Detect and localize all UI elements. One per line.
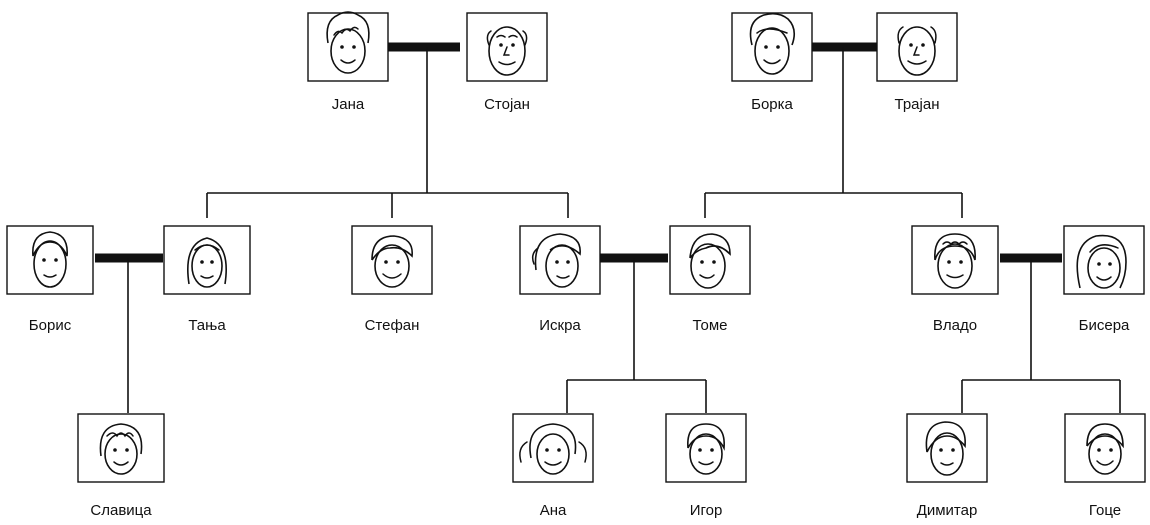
grandfather-portrait-icon xyxy=(466,12,548,82)
person-name: Стојан xyxy=(484,96,530,113)
person-name: Трајан xyxy=(895,96,940,113)
person-name: Искра xyxy=(539,317,581,334)
boy-portrait-icon xyxy=(665,413,747,483)
person-stefan: Стефан xyxy=(351,225,433,334)
person-trajan: Трајан xyxy=(876,12,958,113)
tree-connectors xyxy=(95,42,1121,413)
person-ana: Ана xyxy=(512,413,594,519)
boy-portrait-icon xyxy=(906,413,988,483)
woman-portrait-icon xyxy=(1063,225,1145,295)
person-name: Томе xyxy=(693,317,728,334)
person-name: Владо xyxy=(933,317,977,334)
grandmother-portrait-icon xyxy=(307,11,389,82)
girl-portrait-icon xyxy=(512,413,594,483)
woman-portrait-icon xyxy=(163,225,251,295)
person-borka: Борка xyxy=(731,12,813,113)
person-goce: Гоце xyxy=(1064,413,1146,519)
person-name: Тања xyxy=(188,317,226,334)
person-name: Славица xyxy=(90,502,152,519)
grandmother-portrait-icon xyxy=(731,12,813,82)
boy-portrait-icon xyxy=(1064,413,1146,483)
person-bisera: Бисера xyxy=(1063,225,1145,334)
man-portrait-icon xyxy=(6,225,94,295)
woman-portrait-icon xyxy=(519,225,601,295)
person-boris: Борис xyxy=(6,225,94,334)
person-dimitar: Димитар xyxy=(906,413,988,519)
person-tanja: Тања xyxy=(163,225,251,334)
person-igor: Игор xyxy=(665,413,747,519)
person-stojan: Стојан xyxy=(466,12,548,113)
person-name: Бисера xyxy=(1079,317,1130,334)
person-name: Стефан xyxy=(365,317,420,334)
girl-portrait-icon xyxy=(77,413,165,483)
man-portrait-icon xyxy=(911,225,999,295)
person-jana: Јана xyxy=(307,11,389,113)
man-portrait-icon xyxy=(351,225,433,295)
person-name: Ана xyxy=(540,502,567,519)
person-name: Димитар xyxy=(917,502,978,519)
person-name: Борка xyxy=(751,96,793,113)
grandfather-portrait-icon xyxy=(876,12,958,82)
person-name: Гоце xyxy=(1089,502,1121,519)
person-name: Јана xyxy=(332,96,365,113)
person-tome: Томе xyxy=(669,225,751,334)
man-portrait-icon xyxy=(669,225,751,295)
person-name: Игор xyxy=(690,502,723,519)
person-slavica: Славица xyxy=(77,413,165,519)
person-vlado: Владо xyxy=(911,225,999,334)
person-name: Борис xyxy=(29,317,72,334)
person-iskra: Искра xyxy=(519,225,601,334)
